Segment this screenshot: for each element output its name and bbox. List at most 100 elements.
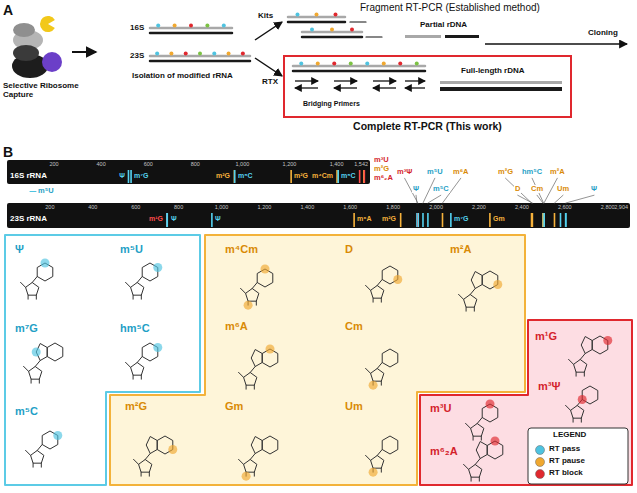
ring-bond <box>47 343 63 361</box>
modification-stripe <box>543 213 545 227</box>
ring-bond <box>574 360 587 373</box>
modification-dot <box>393 275 402 284</box>
modification-dot <box>365 62 369 66</box>
full-length-rdna <box>440 81 562 84</box>
modification-stripe <box>427 213 429 227</box>
hydroxymethyl-bond <box>26 450 31 455</box>
modification-stripe <box>543 213 545 227</box>
modification-name: m⁵U <box>120 243 143 255</box>
primer <box>366 36 382 37</box>
leader-line <box>566 195 594 203</box>
axis-tick: 1,600 <box>343 204 357 210</box>
modification-label: m²G <box>374 165 389 173</box>
sequence-bar: 16S rRNA2004006008001,0001,2001,4001,542… <box>7 160 370 184</box>
nucleoside-structure <box>366 349 398 390</box>
nucleoside-structure <box>21 259 53 300</box>
glycosidic-bond <box>477 418 482 424</box>
modification-stripe <box>336 170 338 183</box>
modification-dot <box>491 437 500 446</box>
region-outline <box>420 320 632 485</box>
axis-tick: 200 <box>49 161 58 167</box>
glycosidic-bond <box>470 289 475 295</box>
hydroxyl-bond <box>36 295 37 299</box>
modification-name: m³U <box>430 402 451 414</box>
bridging-primer <box>334 87 357 88</box>
modification-stripe <box>417 213 419 227</box>
axis-tick: 400 <box>97 161 106 167</box>
modification-dot <box>227 52 231 56</box>
bar-label: 23S rRNA <box>10 215 47 224</box>
rrna-strand <box>293 65 425 68</box>
axis-tick: 2,400 <box>515 204 529 210</box>
flow-arrow <box>72 51 96 53</box>
modification-stripe <box>166 213 168 227</box>
modification-label: m⁶₂A <box>374 174 393 182</box>
glycosidic-bond <box>475 459 480 465</box>
step-label: Cloning <box>588 29 618 38</box>
hydroxymethyl-bond <box>134 459 139 464</box>
ring-bond <box>31 451 44 464</box>
hydroxyl-bond <box>373 298 374 302</box>
modification-stripe <box>211 213 213 227</box>
hydroxyl-bond <box>31 379 32 383</box>
rrna-label: 16S <box>130 24 144 33</box>
modification-dot <box>330 28 334 32</box>
modification-dot <box>369 468 378 477</box>
ring-bond <box>371 456 384 469</box>
hydroxyl-bond <box>474 307 475 311</box>
hydroxymethyl-bond <box>21 282 26 287</box>
legend-text: RT pause <box>549 457 585 466</box>
ring-bond <box>262 436 278 454</box>
modification-label: m²G <box>216 172 230 180</box>
region-outline <box>5 235 200 485</box>
modification-callout: m²A <box>549 168 566 176</box>
step-label: Selective Ribosome Capture <box>3 82 95 100</box>
glycosidic-bond <box>377 450 382 456</box>
bridging-primer <box>405 80 425 81</box>
modification-stripe <box>542 213 544 227</box>
legend-text: RT pass <box>549 445 580 454</box>
modification-stripe <box>422 213 424 227</box>
modification-dot <box>350 28 354 32</box>
modification-stripe <box>417 213 419 227</box>
glycosidic-bond <box>377 363 382 369</box>
modification-dot <box>41 259 50 268</box>
glycosidic-bond <box>580 354 585 360</box>
axis-tick: 400 <box>88 204 97 210</box>
panel-letter: A <box>3 3 13 18</box>
modification-dot <box>486 400 495 409</box>
nucleoside-structure <box>466 400 498 441</box>
modification-dot <box>205 24 209 28</box>
ring-bond <box>581 337 592 354</box>
modification-stripe <box>400 213 402 227</box>
hydroxymethyl-bond <box>241 288 246 293</box>
nucleoside-structure <box>126 263 163 299</box>
ring-bond <box>471 424 484 437</box>
axis-tick: 2,800 <box>601 204 615 210</box>
sequence-bar: 23S rRNA2004006008001,0001,2001,4001,600… <box>7 203 630 228</box>
node-outline <box>5 235 200 485</box>
modification-dot <box>296 13 300 17</box>
modification-dot <box>173 24 177 28</box>
modification-dot <box>156 24 160 28</box>
ring-bond <box>146 437 157 454</box>
bar-label: 16S rRNA <box>10 172 47 181</box>
modification-dot <box>603 336 612 345</box>
ring-bond <box>382 349 398 367</box>
nucleoside-structure <box>366 436 398 477</box>
hydroxyl-bond <box>133 375 134 379</box>
modification-stripe <box>359 170 361 183</box>
hydroxyl-bond <box>381 381 382 385</box>
modification-stripe <box>416 213 418 227</box>
modification-stripe <box>543 213 545 227</box>
hydroxyl-bond <box>256 301 257 305</box>
modification-name: m⁴Cm <box>225 243 258 255</box>
hydroxymethyl-bond <box>459 294 464 299</box>
modification-dot <box>153 343 162 352</box>
modification-name: Ψ <box>15 243 24 255</box>
modification-stripe <box>234 170 236 183</box>
hydroxyl-bond <box>149 472 150 476</box>
glycosidic-bond <box>37 445 42 451</box>
group-region: Ψm⁵Um⁷Ghm⁵Cm⁵C <box>5 235 200 485</box>
